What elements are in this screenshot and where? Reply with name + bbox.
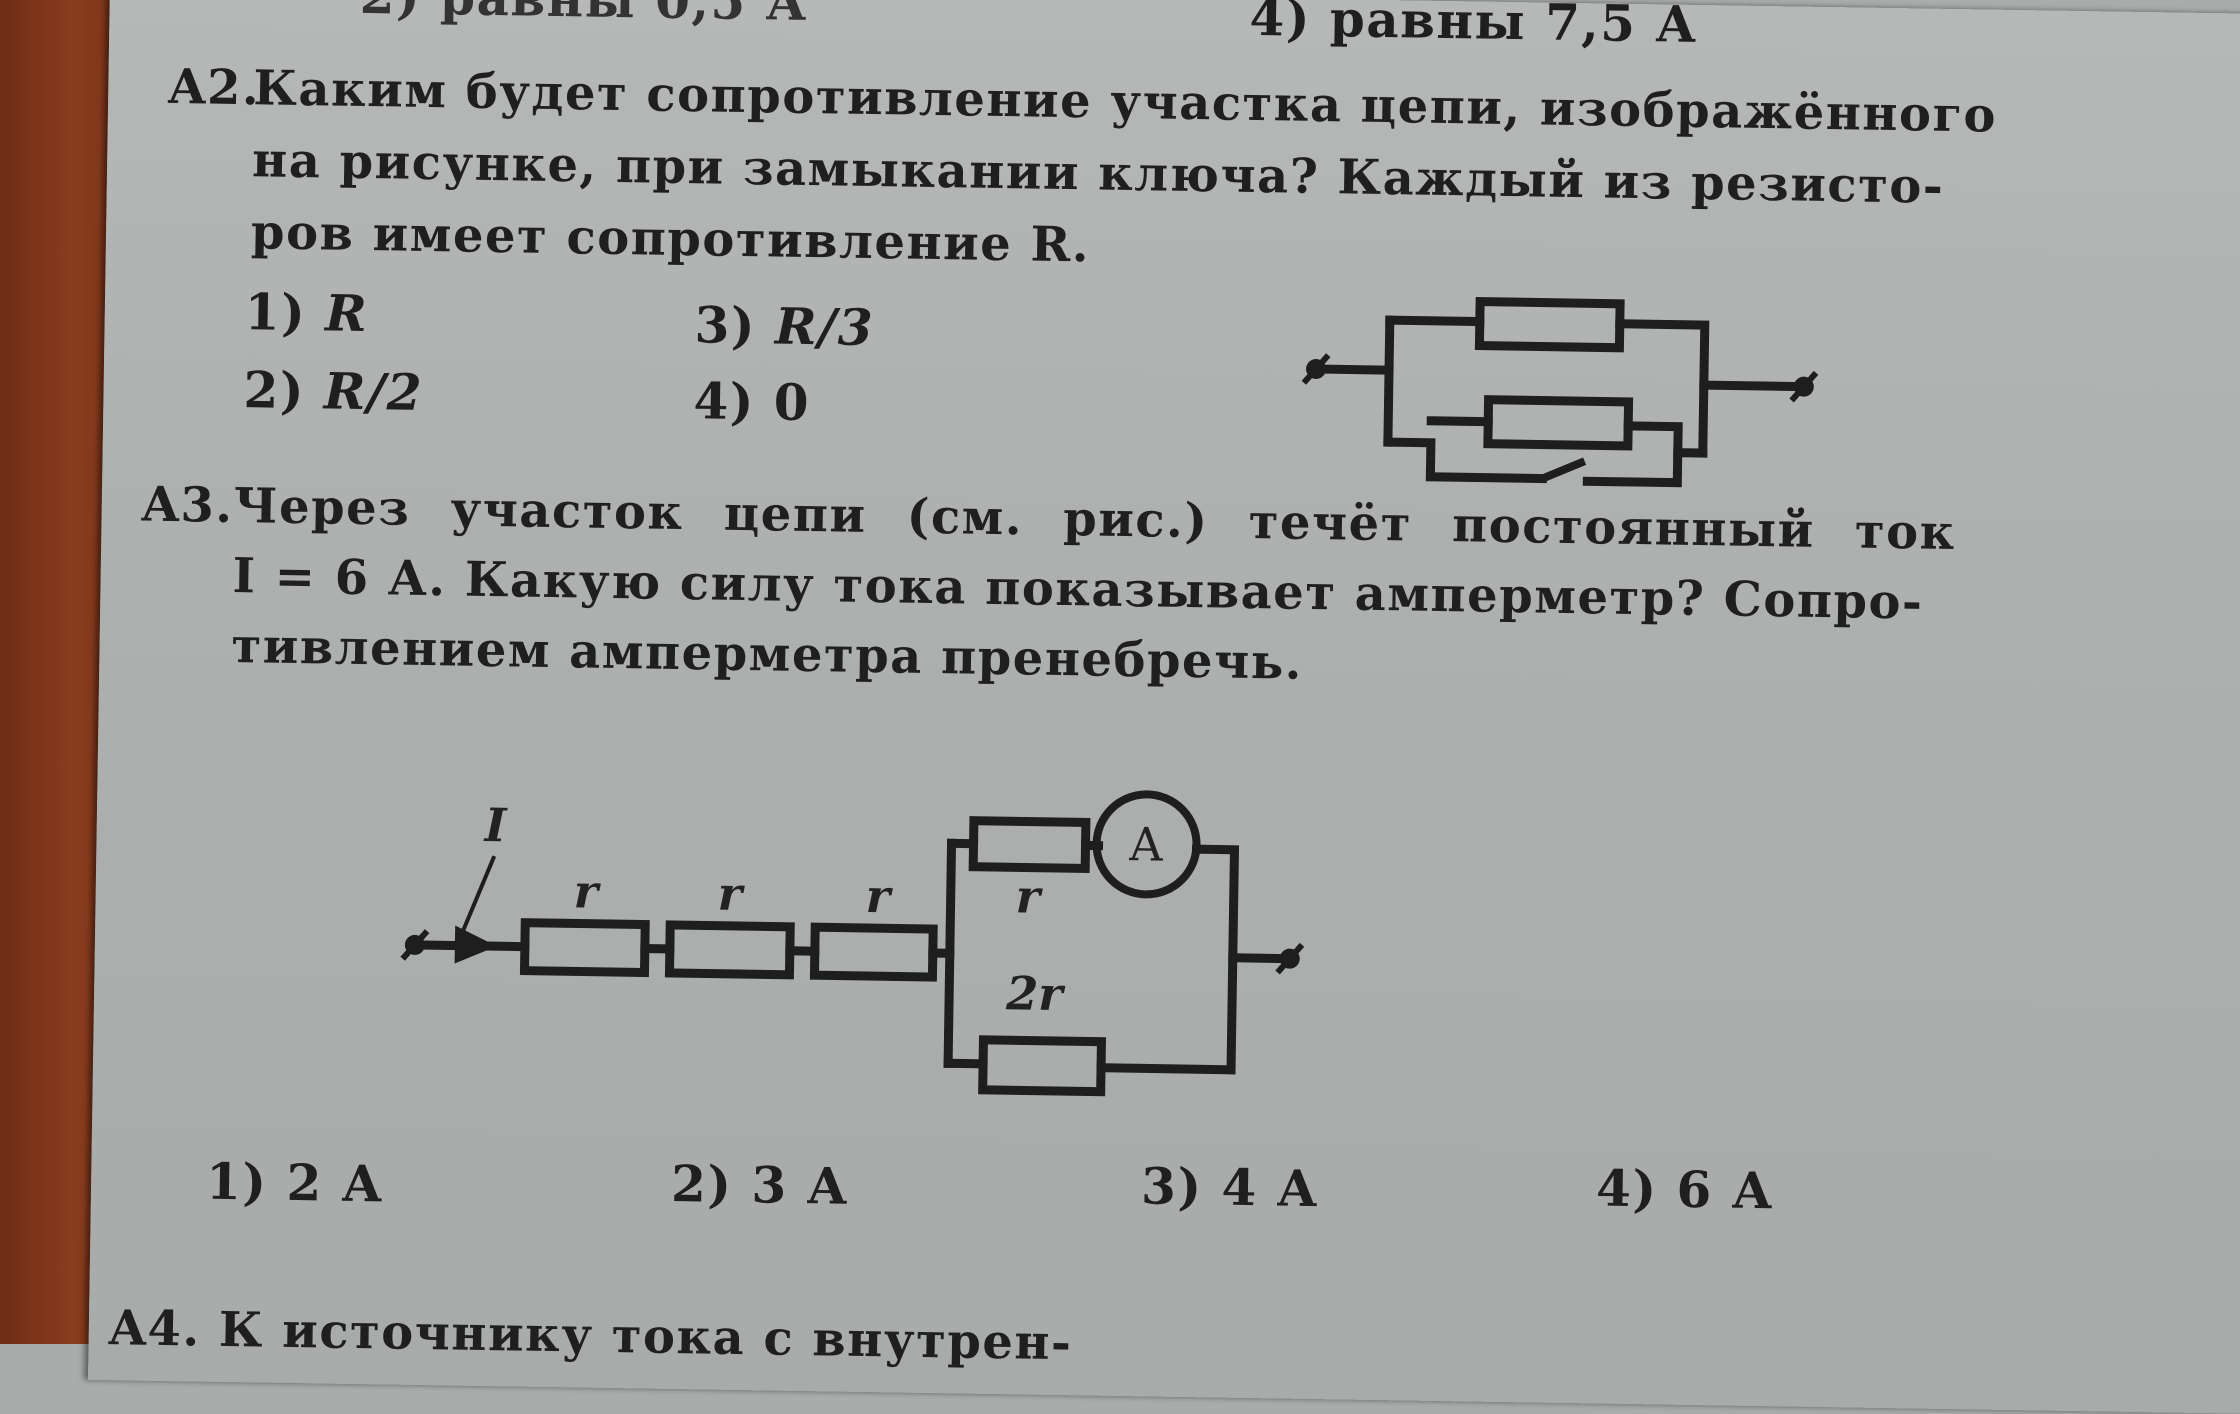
a2-option-4[interactable]: 4) 0 xyxy=(693,371,811,432)
a3-option-3[interactable]: 3) 4 А xyxy=(1141,1156,1320,1218)
wire-bottom-left xyxy=(948,1063,983,1064)
terminal-right-icon xyxy=(1278,944,1302,972)
left-bus xyxy=(1388,320,1390,442)
textbook-page: 2) равны 0,5 А 4) равны 7,5 А A2. Каким … xyxy=(88,0,2240,1414)
resistor-bottom xyxy=(1488,400,1629,446)
a3-option-1[interactable]: 1) 2 А xyxy=(206,1152,385,1214)
question-a3-label: A3. xyxy=(141,477,234,534)
series-resistor-3 xyxy=(814,927,933,977)
ammeter-label: A xyxy=(1128,817,1164,872)
wire-inner-left xyxy=(1431,421,1488,422)
wire-inner-right xyxy=(1587,425,1678,482)
prev-option-2: 2) равны 0,5 А xyxy=(359,0,808,32)
series-resistor-2-label: r xyxy=(717,867,746,921)
a2-circuit-figure xyxy=(1302,279,1826,517)
parallel-resistor-r xyxy=(973,821,1086,869)
left-node-bus xyxy=(948,843,951,1063)
question-a3-line-3: тивлением амперметра пренебречь. xyxy=(231,618,1303,691)
a2-option-1[interactable]: 1) R xyxy=(244,282,368,343)
current-arrow-icon xyxy=(455,926,498,965)
wire-in xyxy=(1316,369,1389,370)
parallel-resistor-2r-label: 2r xyxy=(1005,966,1067,1021)
question-a2-line-3: ров имеет сопротивление R. xyxy=(251,204,1091,273)
wire-top-left xyxy=(1390,320,1480,321)
next-question-partial: A4. К источнику тока с внутрен- xyxy=(108,1300,1073,1371)
wire-bottom-right xyxy=(1101,1068,1231,1070)
a3-circuit-figure: I r r r r A 2r xyxy=(392,785,1497,1122)
resistor-top xyxy=(1479,302,1620,348)
wire-out xyxy=(1704,385,1804,387)
question-a2-label: A2. xyxy=(168,59,261,116)
series-resistor-2 xyxy=(669,925,790,975)
parallel-resistor-r-label: r xyxy=(1015,869,1044,923)
series-resistor-1 xyxy=(524,923,645,973)
question-a3-line-2: I = 6 А. Какую силу тока показывает ампе… xyxy=(232,548,1924,631)
terminal-right-icon xyxy=(1792,372,1816,400)
a3-option-4[interactable]: 4) 6 А xyxy=(1596,1158,1775,1220)
question-a2-line-1: Каким будет сопротивление участка цепи, … xyxy=(253,60,1998,143)
ammeter-icon: A xyxy=(1096,794,1198,896)
switch-open-icon xyxy=(1542,461,1584,480)
parallel-resistor-2r xyxy=(983,1040,1102,1092)
a2-option-3[interactable]: 3) R/3 xyxy=(694,295,874,357)
series-resistor-3-label: r xyxy=(865,869,894,923)
a3-option-2[interactable]: 2) 3 А xyxy=(671,1154,850,1216)
a2-option-2[interactable]: 2) R/2 xyxy=(243,360,423,422)
current-label: I xyxy=(482,798,508,852)
prev-option-4: 4) равны 7,5 А xyxy=(1249,0,1698,54)
question-a2-line-2: на рисунке, при замыкании ключа? Каждый … xyxy=(252,132,1945,215)
series-resistor-1-label: r xyxy=(573,864,602,918)
